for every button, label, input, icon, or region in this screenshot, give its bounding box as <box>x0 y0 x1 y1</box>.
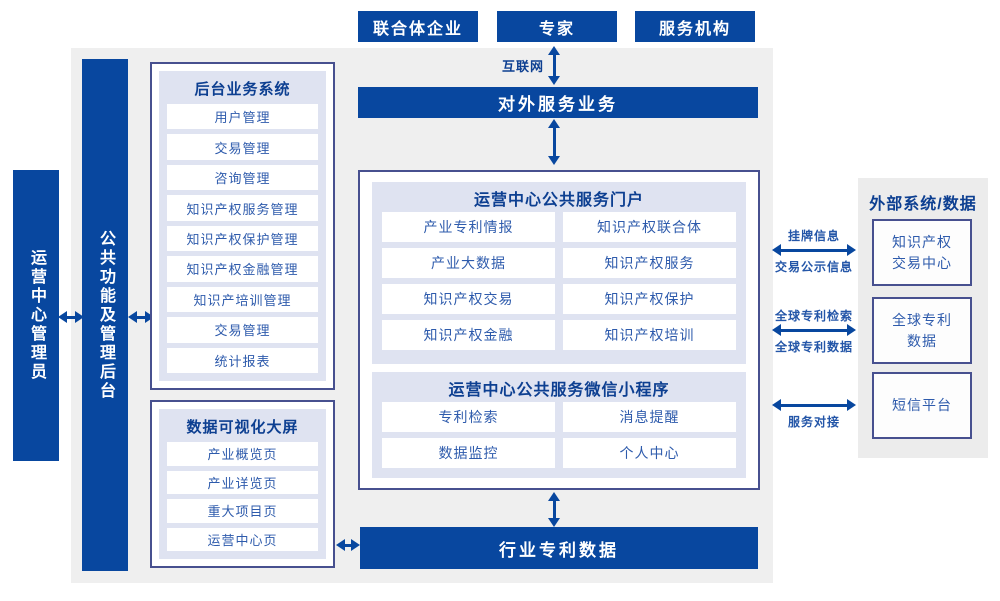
internet-label: 互联网 <box>501 59 544 74</box>
external-box-sms-platform: 短信平台 <box>872 372 972 439</box>
arrow-internet <box>548 46 560 85</box>
label-trade-publicity-info: 交易公示信息 <box>774 260 853 274</box>
mini-program-item: 个人中心 <box>563 438 736 468</box>
mini-program-item: 专利检索 <box>382 402 555 432</box>
backend-item: 知识产权服务管理 <box>167 195 318 221</box>
industry-data-bar: 行业专利数据 <box>360 527 758 569</box>
backend-item: 知识产权保护管理 <box>167 225 318 252</box>
portal-item: 知识产权交易 <box>382 284 555 314</box>
backend-item: 统计报表 <box>167 347 318 373</box>
portal-item: 知识产权培训 <box>563 320 736 350</box>
dashboard-title: 数据可视化大屏 <box>186 419 299 436</box>
mini-program-grid: 专利检索 消息提醒 数据监控 个人中心 <box>382 402 736 468</box>
portal-item: 产业大数据 <box>382 248 555 278</box>
backend-system-box: 后台业务系统 用户管理 交易管理 咨询管理 知识产权服务管理 知识产权保护管理 … <box>150 62 335 390</box>
external-service-bar: 对外服务业务 <box>358 87 758 118</box>
arrow-ip-trade-center <box>772 244 856 256</box>
admin-backend-bar: 公共功能及管理后台 <box>82 59 128 571</box>
arrow-operator-admin <box>58 311 84 323</box>
center-services-box: 运营中心公共服务门户 产业专利情报 知识产权联合体 产业大数据 知识产权服务 知… <box>358 170 760 490</box>
backend-item: 用户管理 <box>167 104 318 130</box>
backend-item: 交易管理 <box>167 134 318 160</box>
portal-item: 产业专利情报 <box>382 212 555 242</box>
dashboard-box: 数据可视化大屏 产业概览页 产业详览页 重大项目页 运营中心页 <box>150 400 335 568</box>
actor-consortium-box: 联合体企业 <box>358 11 478 42</box>
backend-item: 交易管理 <box>167 317 318 343</box>
backend-item: 知识产培训管理 <box>167 286 318 313</box>
arrow-admin-backend <box>128 311 154 323</box>
arrow-service-to-portal <box>548 119 560 165</box>
dashboard-item: 产业详览页 <box>167 470 318 494</box>
arrow-center-to-industry-data <box>548 492 560 527</box>
mini-program-item: 消息提醒 <box>563 402 736 432</box>
backend-system-title: 后台业务系统 <box>194 81 291 98</box>
portal-item: 知识产权服务 <box>563 248 736 278</box>
dashboard-panel: 数据可视化大屏 产业概览页 产业详览页 重大项目页 运营中心页 <box>159 409 326 559</box>
backend-item: 知识产权金融管理 <box>167 256 318 282</box>
label-global-patent-data: 全球专利数据 <box>774 340 853 354</box>
portal-panel: 运营中心公共服务门户 产业专利情报 知识产权联合体 产业大数据 知识产权服务 知… <box>372 182 746 364</box>
mini-program-item: 数据监控 <box>382 438 555 468</box>
mini-program-title: 运营中心公共服务微信小程序 <box>448 382 670 399</box>
dashboard-item: 产业概览页 <box>167 442 318 466</box>
actor-expert-box: 专家 <box>497 11 617 42</box>
arrow-dashboard-industry-data <box>336 539 360 551</box>
portal-item: 知识产权联合体 <box>563 212 736 242</box>
label-listing-info: 挂牌信息 <box>787 229 840 243</box>
dashboard-item: 重大项目页 <box>167 499 318 523</box>
backend-item: 咨询管理 <box>167 164 318 191</box>
backend-system-panel: 后台业务系统 用户管理 交易管理 咨询管理 知识产权服务管理 知识产权保护管理 … <box>159 71 326 381</box>
arrow-sms-platform <box>772 399 856 411</box>
operator-box: 运营中心管理员 <box>13 170 59 461</box>
dashboard-item: 运营中心页 <box>167 527 318 551</box>
external-systems-title: 外部系统/数据 <box>869 196 977 213</box>
mini-program-panel: 运营中心公共服务微信小程序 专利检索 消息提醒 数据监控 个人中心 <box>372 372 746 478</box>
arrow-global-patent-data <box>772 324 856 336</box>
external-box-ip-trade-center: 知识产权 交易中心 <box>872 219 972 286</box>
portal-item: 知识产权保护 <box>563 284 736 314</box>
label-service-docking: 服务对接 <box>787 415 840 429</box>
portal-grid: 产业专利情报 知识产权联合体 产业大数据 知识产权服务 知识产权交易 知识产权保… <box>382 212 736 350</box>
label-global-patent-search: 全球专利检索 <box>774 309 853 323</box>
portal-title: 运营中心公共服务门户 <box>473 192 644 209</box>
portal-item: 知识产权金融 <box>382 320 555 350</box>
external-box-global-patent-data: 全球专利 数据 <box>872 297 972 364</box>
actor-agency-box: 服务机构 <box>635 11 755 42</box>
